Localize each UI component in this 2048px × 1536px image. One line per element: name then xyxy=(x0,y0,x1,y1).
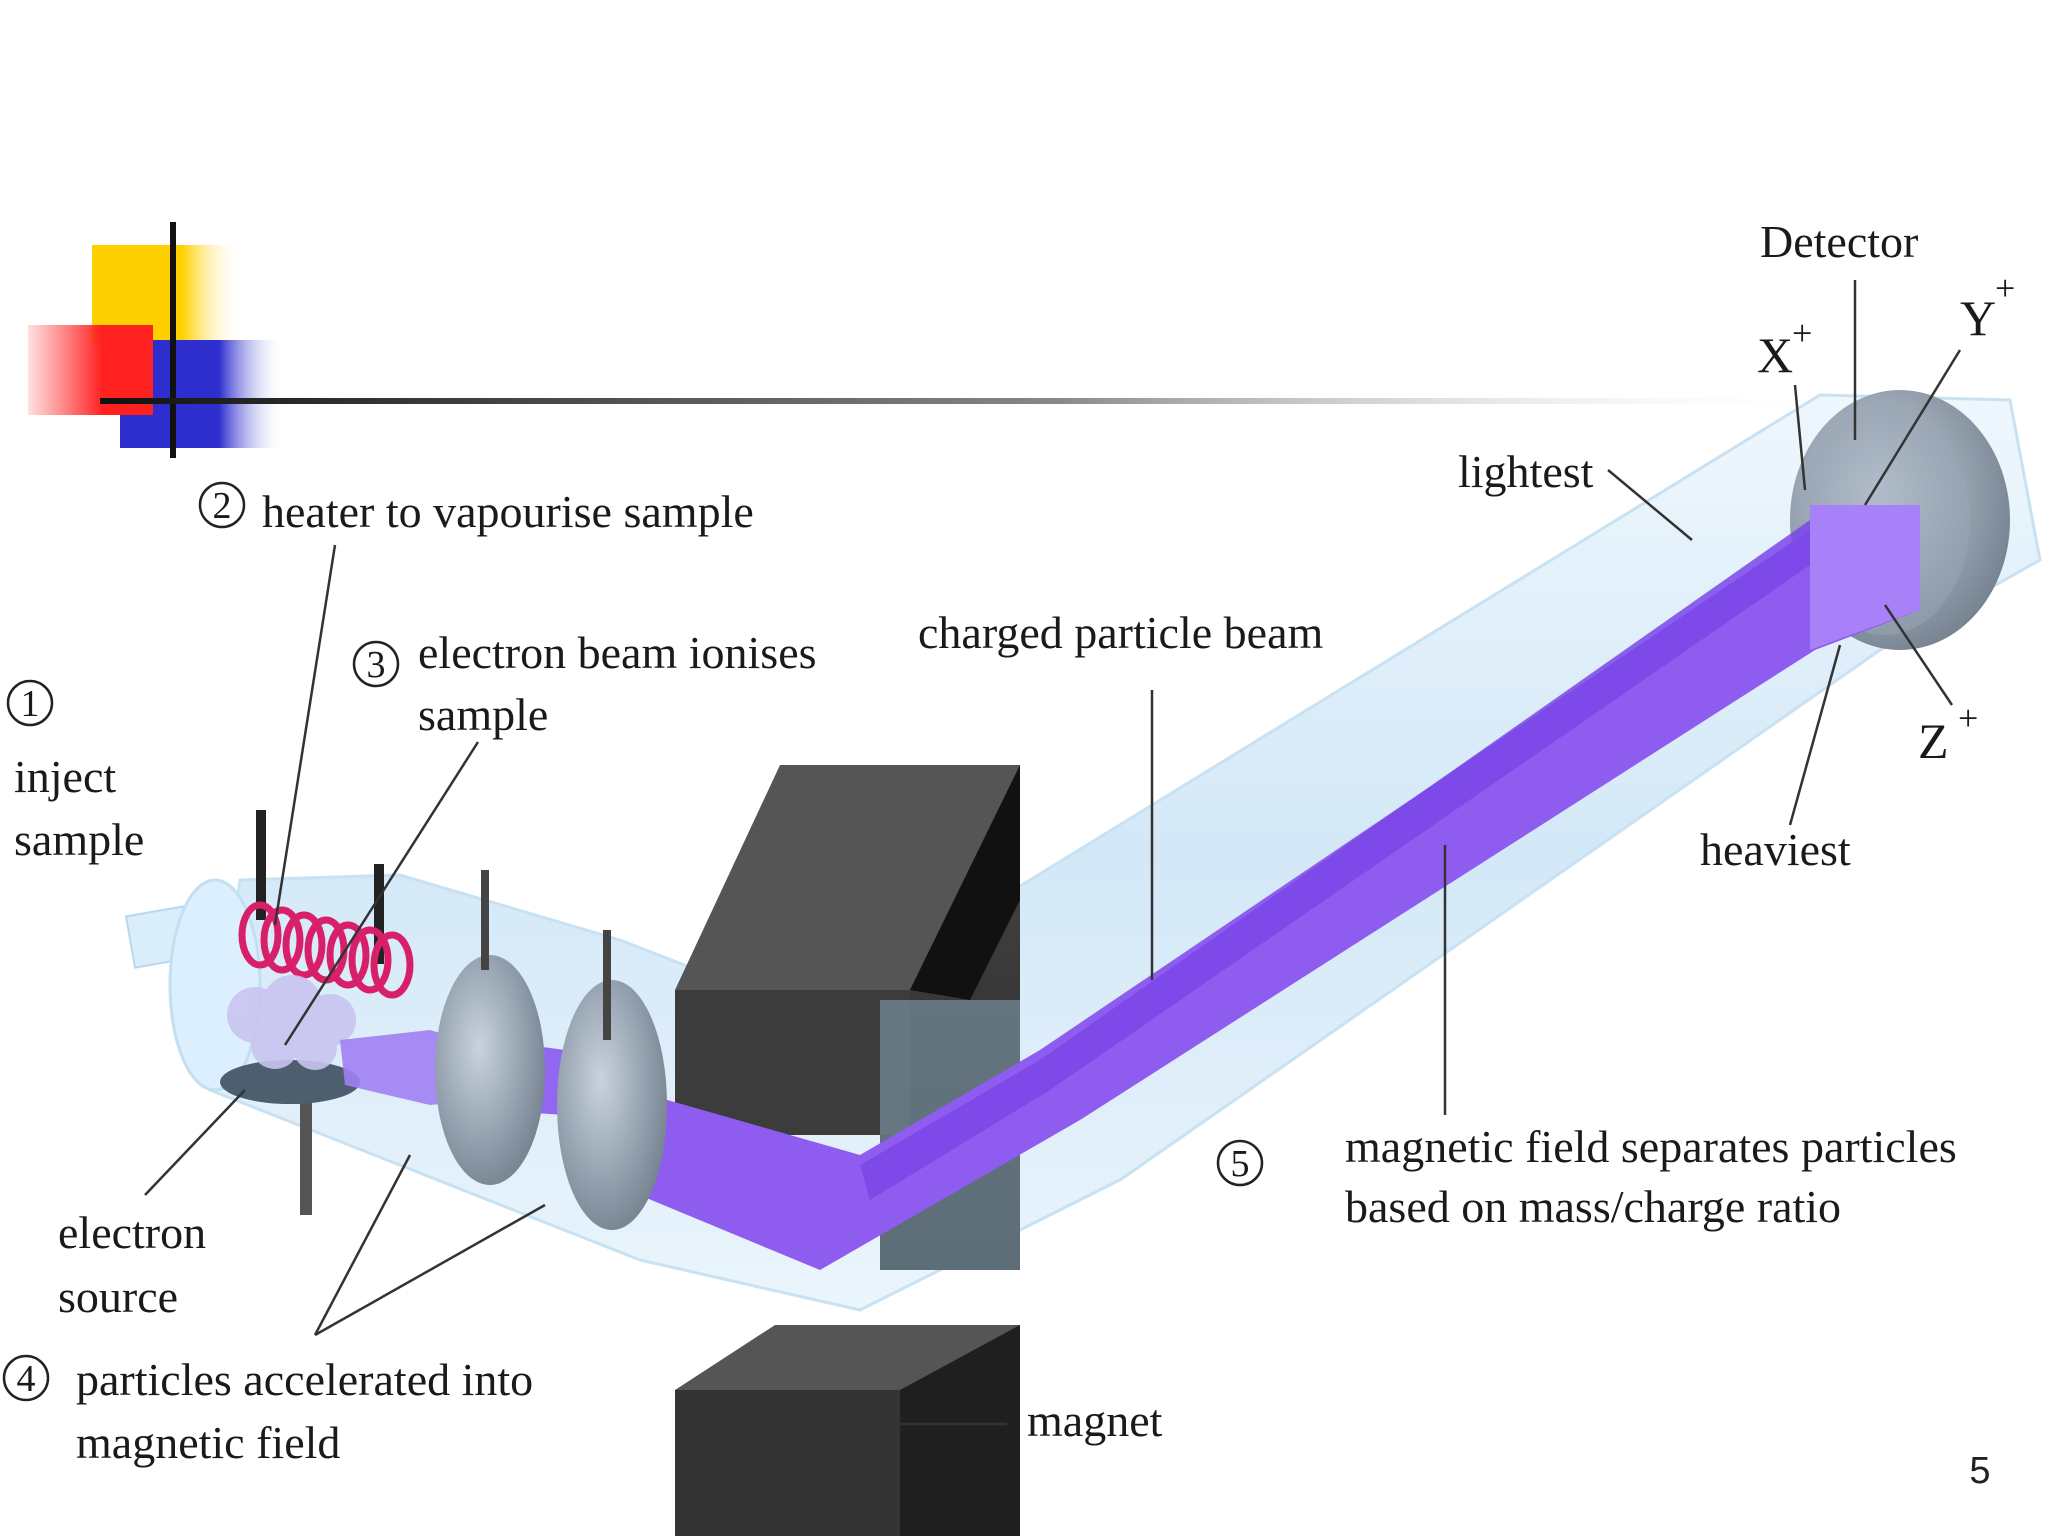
step-1-marker: 1 xyxy=(6,679,54,727)
ion-y-charge: + xyxy=(1995,268,2015,308)
ion-y-letter: Y xyxy=(1960,290,1996,346)
electron-source-label-line1: electron xyxy=(58,1207,206,1258)
step-4-marker: 4 xyxy=(2,1354,50,1402)
inject-label-line2: sample xyxy=(14,814,144,865)
lightest-label: lightest xyxy=(1458,446,1594,497)
step-5-marker: 5 xyxy=(1216,1139,1264,1187)
vapour-cloud xyxy=(227,975,356,1070)
electron-beam-label-line2: sample xyxy=(418,689,548,740)
vacuum-tube xyxy=(124,393,2042,1312)
heaviest-label: heaviest xyxy=(1700,824,1851,875)
separates-label-line2: based on mass/charge ratio xyxy=(1345,1181,1841,1232)
accelerated-label-line2: magnetic field xyxy=(76,1417,340,1468)
accelerated-label-line1: particles accelerated into xyxy=(76,1354,533,1405)
charged-beam-label: charged particle beam xyxy=(918,607,1323,658)
magnet-front xyxy=(675,1325,1020,1536)
electron-source xyxy=(220,810,384,1215)
ion-z-label: Z + xyxy=(1918,698,1978,769)
decorative-corner-squares xyxy=(28,222,285,458)
step-2-marker: 2 xyxy=(198,481,246,529)
ion-x-charge: + xyxy=(1792,313,1812,353)
inject-label-line1: inject xyxy=(14,751,116,802)
leader-lines xyxy=(144,280,1962,1426)
ion-z-letter: Z xyxy=(1918,713,1949,769)
electron-beam-label-line1: electron beam ionises xyxy=(418,627,817,678)
ion-x-letter: X xyxy=(1757,327,1793,383)
page-number: 5 xyxy=(1969,1450,1990,1492)
step-5-number: 5 xyxy=(1231,1143,1250,1185)
detector-label: Detector xyxy=(1760,216,1918,267)
header-rule xyxy=(100,398,1840,404)
ion-x-label: X + xyxy=(1757,313,1812,383)
step-2-number: 2 xyxy=(213,485,232,527)
ion-z-charge: + xyxy=(1958,698,1978,738)
accelerator-plates xyxy=(435,870,667,1230)
electron-source-label-line2: source xyxy=(58,1271,178,1322)
step-3-marker: 3 xyxy=(352,640,400,688)
magnet-label: magnet xyxy=(1027,1395,1163,1446)
heater-coil xyxy=(238,901,414,999)
step-3-number: 3 xyxy=(367,644,386,686)
step-4-number: 4 xyxy=(17,1358,36,1400)
ion-y-label: Y + xyxy=(1960,268,2015,346)
separates-label-line1: magnetic field separates particles xyxy=(1345,1121,1957,1172)
heater-label: heater to vapourise sample xyxy=(262,486,754,537)
step-1-number: 1 xyxy=(21,683,40,725)
